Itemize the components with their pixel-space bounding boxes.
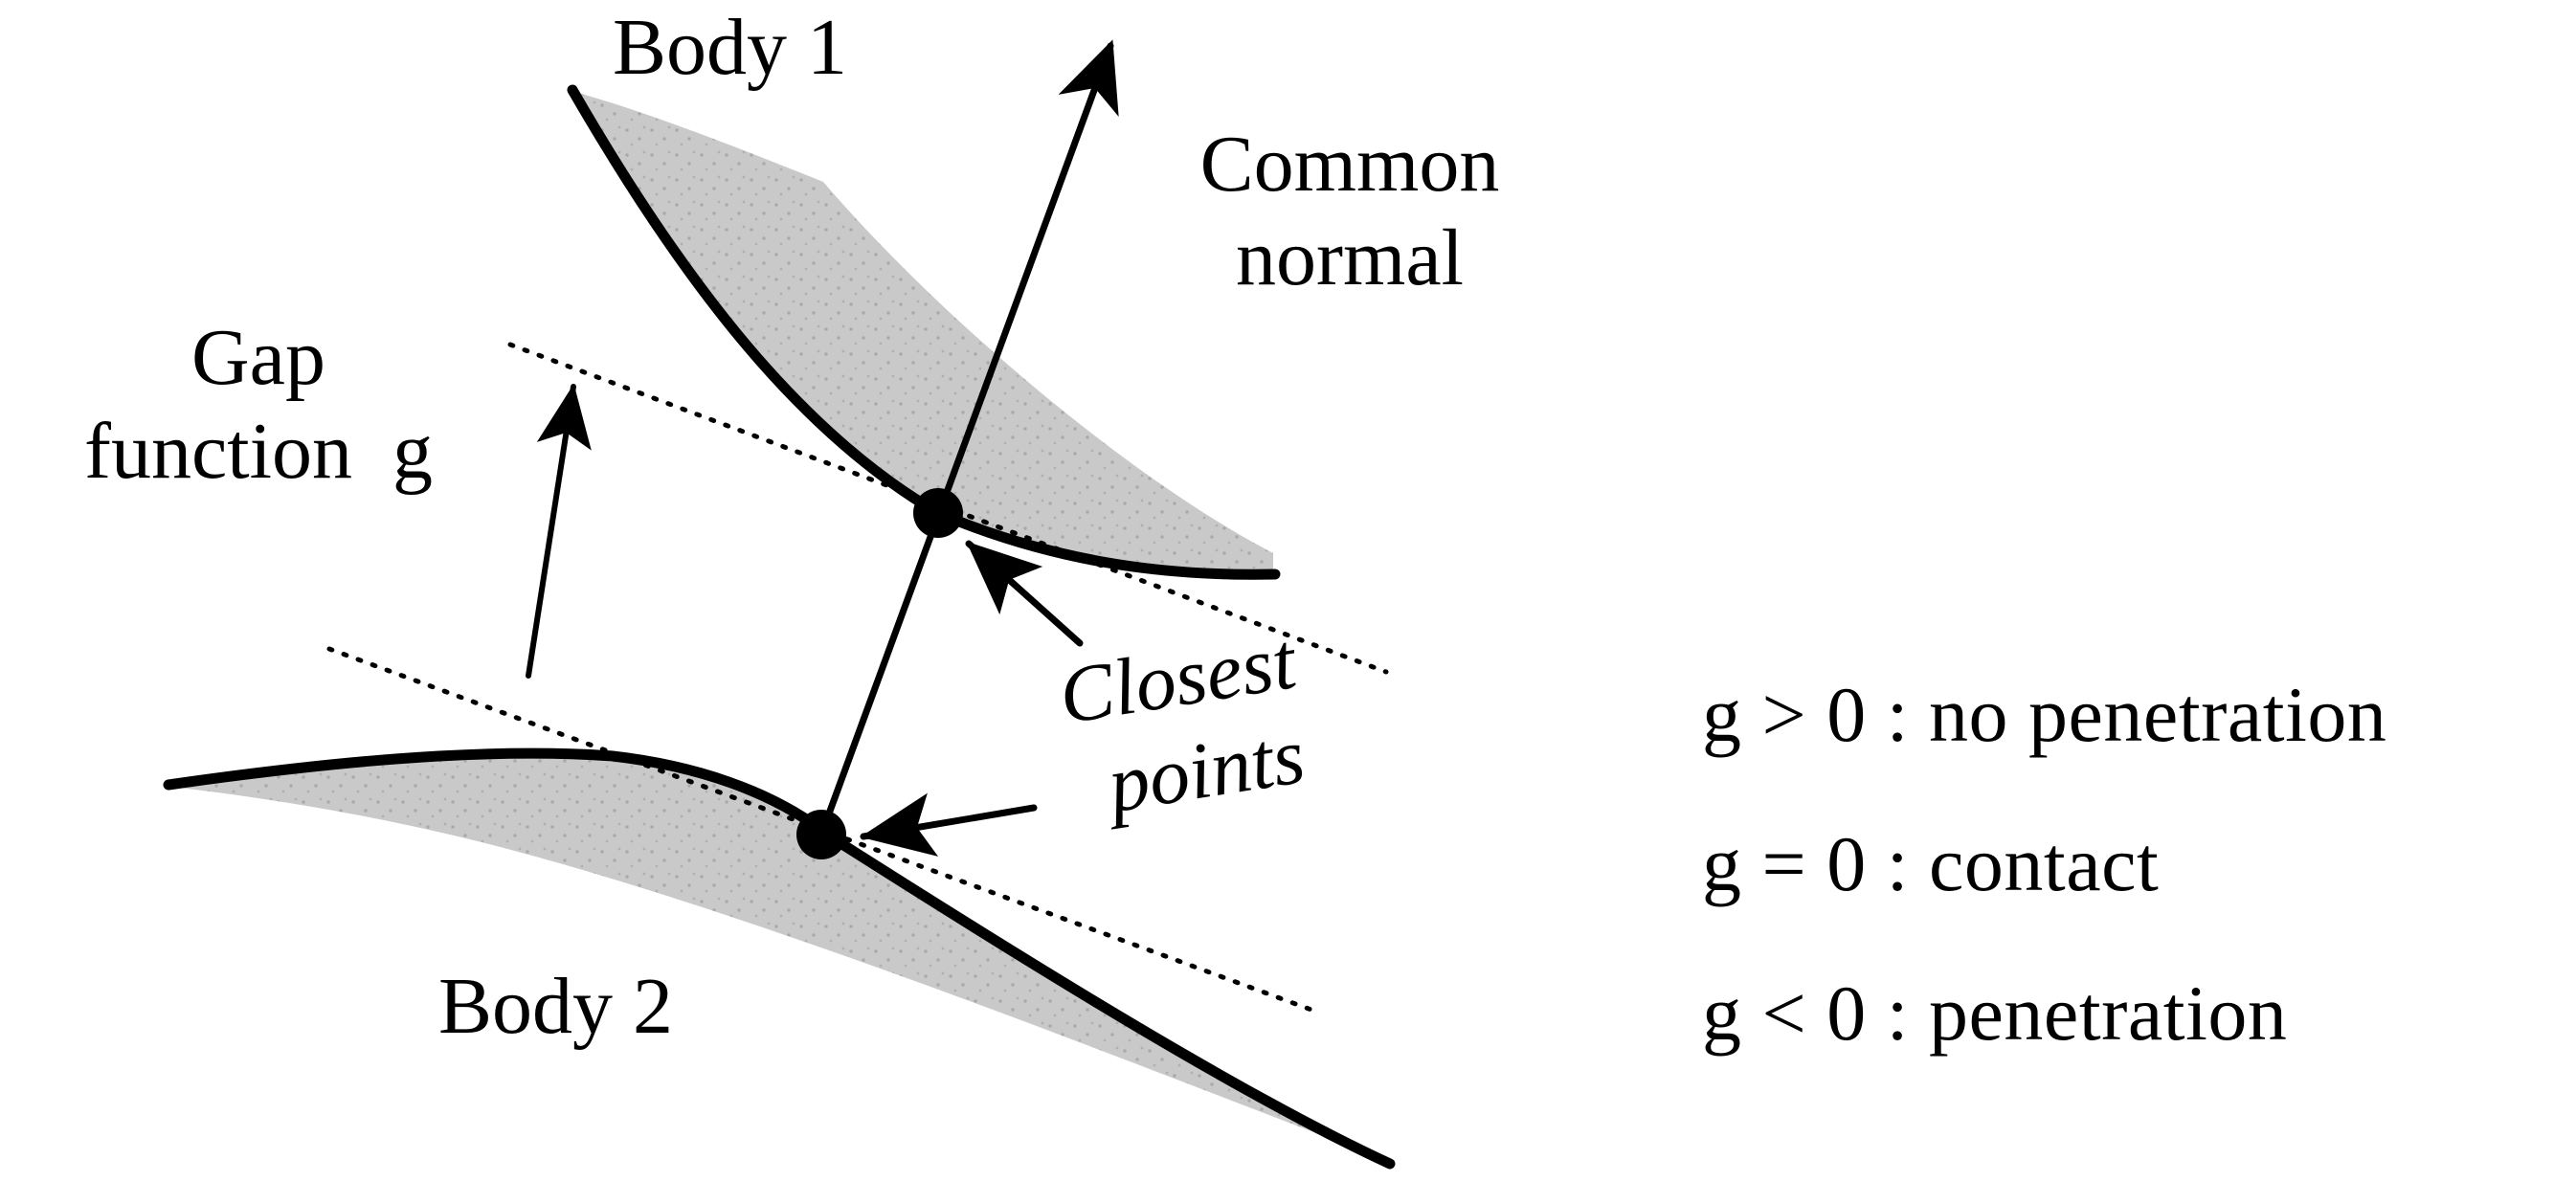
common-normal-arrow (818, 39, 1119, 838)
gap-condition-zero: g = 0 : contact (1702, 820, 2160, 907)
body-2-label: Body 2 (438, 962, 674, 1051)
gap-function-label-line-1: Gap (191, 313, 325, 402)
body-1-label: Body 1 (613, 3, 848, 92)
closest-point-lower-dot (796, 810, 846, 859)
gap-condition-positive: g > 0 : no penetration (1702, 671, 2387, 758)
leader-arrow-to-upper-point (965, 540, 1084, 647)
gap-measure-arrow (526, 384, 592, 679)
leader-arrow-to-lower-point (860, 792, 1038, 857)
body-2-shape (163, 747, 1396, 1170)
gap-conditions-list: g > 0 : no penetration g = 0 : contact g… (1702, 670, 2564, 1118)
closest-point-upper-dot (913, 488, 963, 538)
common-normal-label-line-1: Common (1199, 120, 1500, 209)
tangent-line-body1 (507, 342, 1389, 675)
common-normal-label-line-2: normal (1236, 213, 1464, 303)
gap-condition-negative: g < 0 : penetration (1702, 970, 2288, 1057)
gap-function-label-line-2: function g (84, 407, 433, 497)
